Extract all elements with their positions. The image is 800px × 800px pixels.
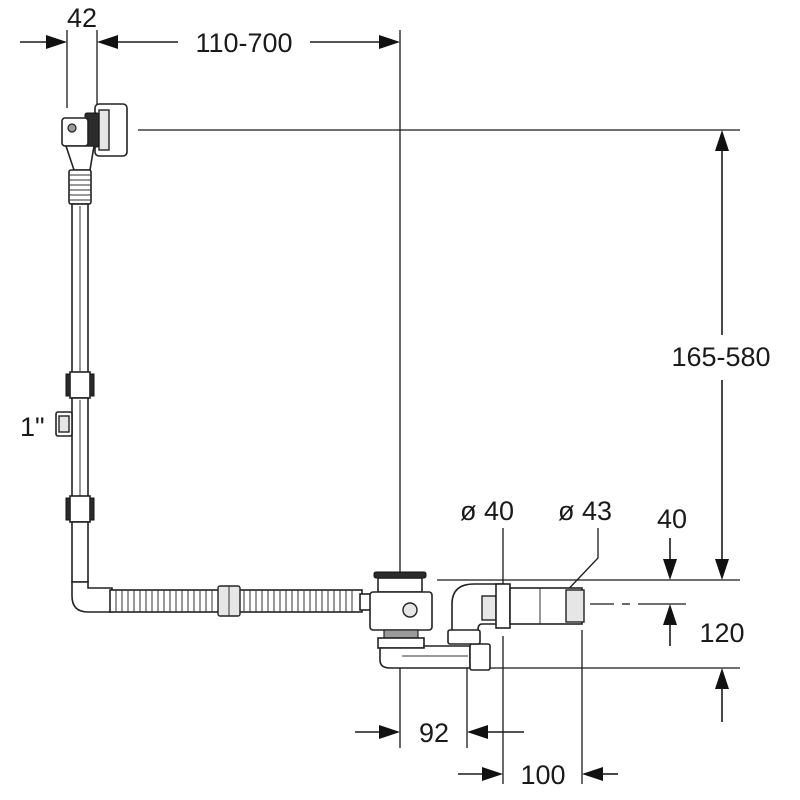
label-165-580: 165-580 xyxy=(671,342,770,372)
drain-body xyxy=(369,571,491,671)
overflow-pipe xyxy=(65,169,113,613)
label-diameter-43: ø 43 xyxy=(558,496,612,526)
thread-connector xyxy=(55,411,73,437)
arrow-100-left xyxy=(482,767,503,781)
label-100: 100 xyxy=(520,760,565,790)
label-thread-size: 1" xyxy=(20,412,45,442)
label-40: 40 xyxy=(657,504,687,534)
arrow-lower-reference xyxy=(715,668,729,689)
leader-diameter-43 xyxy=(559,528,599,599)
outlet-elbow xyxy=(447,583,585,645)
label-110-700: 110-700 xyxy=(195,28,292,58)
arrow-110-700-right xyxy=(379,35,400,49)
arrow-165-580-bottom xyxy=(715,559,729,580)
label-diameter-40: ø 40 xyxy=(460,496,514,526)
flexible-hose xyxy=(109,585,375,617)
dimension-lines xyxy=(20,30,740,784)
label-120: 120 xyxy=(699,618,744,648)
arrow-92-left xyxy=(379,725,400,739)
arrow-40-down xyxy=(663,559,677,580)
arrow-100-right xyxy=(582,767,603,781)
label-42: 42 xyxy=(67,3,97,33)
arrow-92-right xyxy=(467,725,488,739)
label-92: 92 xyxy=(419,718,449,748)
overflow-head xyxy=(61,103,128,171)
arrow-120-up xyxy=(663,604,677,625)
arrow-42-left xyxy=(46,35,67,49)
dimension-labels: 42 110-700 165-580 1" ø 40 ø 43 40 120 9… xyxy=(20,3,771,790)
arrow-42-right xyxy=(97,35,118,49)
arrow-165-580-top xyxy=(715,130,729,151)
